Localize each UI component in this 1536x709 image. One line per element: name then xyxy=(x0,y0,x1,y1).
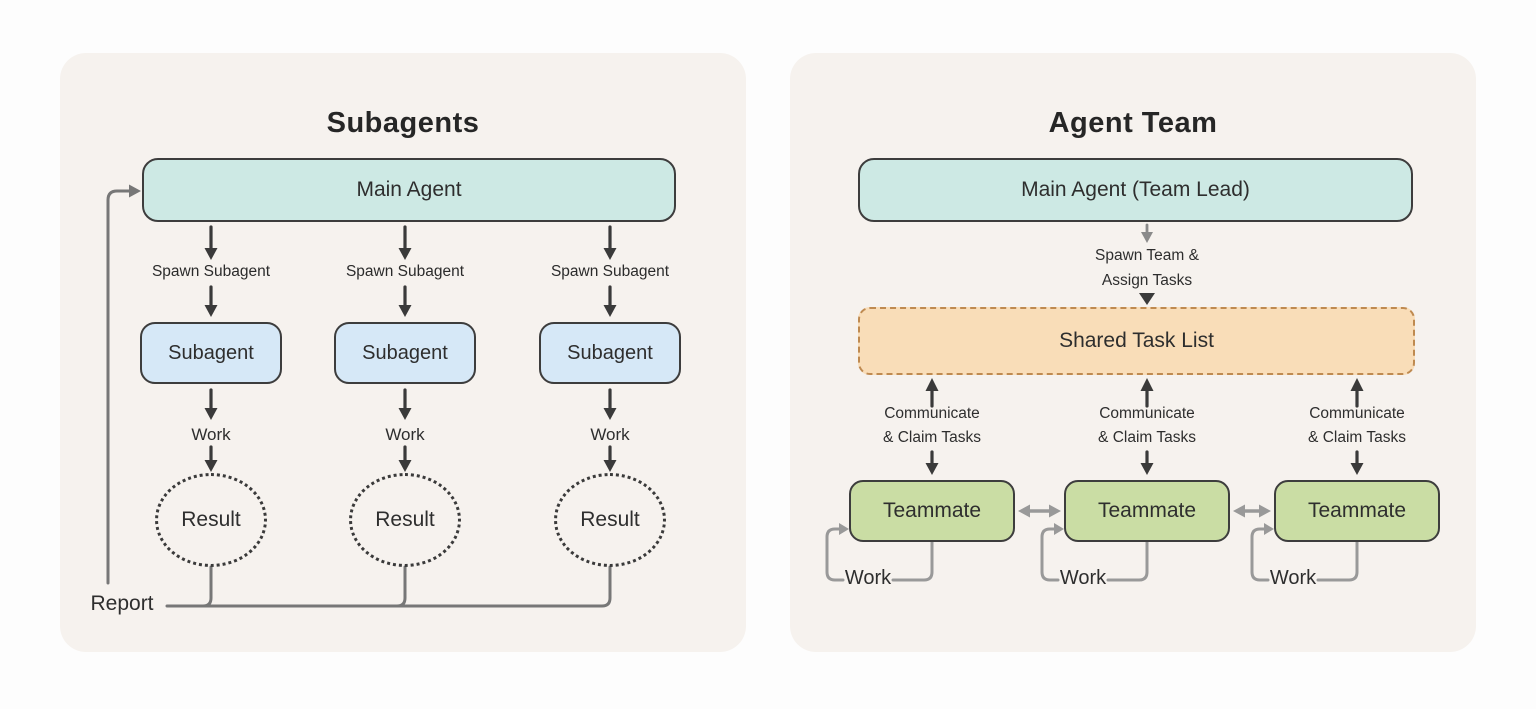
teammate-node: Teammate xyxy=(1064,480,1230,542)
teammate-label: Teammate xyxy=(882,499,982,522)
spawn-team-arrow xyxy=(1141,223,1153,243)
work-label: Work xyxy=(1059,567,1107,589)
communicate-line1: Communicate xyxy=(1309,405,1405,422)
main-agent-node: Main Agent xyxy=(142,158,676,222)
subagent-node: Subagent xyxy=(334,322,476,384)
spawn-team-label: Spawn Team & Assign Tasks xyxy=(1047,243,1247,293)
agent-team-title: Agent Team xyxy=(1048,107,1218,140)
communicate-line1: Communicate xyxy=(884,405,980,422)
result-label: Result xyxy=(580,508,640,531)
teammate-node: Teammate xyxy=(1274,480,1440,542)
communicate-line2: & Claim Tasks xyxy=(1098,429,1196,446)
communicate-line2: & Claim Tasks xyxy=(1308,429,1406,446)
communicate-line2: & Claim Tasks xyxy=(883,429,981,446)
task-list-arrowhead xyxy=(1139,293,1155,305)
work-label: Work xyxy=(1269,567,1317,589)
communicate-label: Communicate & Claim Tasks xyxy=(1262,402,1452,450)
result-node: Result xyxy=(349,473,461,567)
report-label: Report xyxy=(90,592,154,615)
spawn-subagent-label: Spawn Subagent xyxy=(151,263,271,280)
teammate-node: Teammate xyxy=(849,480,1015,542)
agent-team-panel: Agent Team Main Agent (Team Lead) Spawn … xyxy=(790,53,1476,652)
report-loop xyxy=(106,184,612,608)
result-node: Result xyxy=(155,473,267,567)
communicate-line1: Communicate xyxy=(1099,405,1195,422)
work-label: Work xyxy=(385,425,425,444)
work-label: Work xyxy=(844,567,892,589)
work-label: Work xyxy=(590,425,630,444)
subagents-title: Subagents xyxy=(326,107,480,140)
subagent-label: Subagent xyxy=(362,341,448,364)
shared-task-list-label: Shared Task List xyxy=(1059,329,1214,352)
work-loops xyxy=(825,523,1359,582)
communicate-label: Communicate & Claim Tasks xyxy=(837,402,1027,450)
agent-team-connectors xyxy=(825,223,1364,582)
team-lead-label: Main Agent (Team Lead) xyxy=(1021,178,1250,201)
teammate-label: Teammate xyxy=(1307,499,1407,522)
result-label: Result xyxy=(375,508,435,531)
spawn-arrows xyxy=(204,225,617,472)
subagents-connectors xyxy=(106,184,617,608)
spawn-subagent-label: Spawn Subagent xyxy=(345,263,465,280)
work-label: Work xyxy=(191,425,231,444)
shared-task-list-node: Shared Task List xyxy=(858,307,1415,375)
spawn-team-line2: Assign Tasks xyxy=(1101,272,1193,289)
main-agent-label: Main Agent xyxy=(356,178,462,201)
teammate-link-arrows xyxy=(1018,504,1271,518)
subagent-node: Subagent xyxy=(140,322,282,384)
spawn-team-line1: Spawn Team & xyxy=(1095,247,1199,264)
subagents-panel: Subagents Main Agent Spawn Subagent Suba… xyxy=(60,53,746,652)
spawn-subagent-label: Spawn Subagent xyxy=(550,263,670,280)
result-node: Result xyxy=(554,473,666,567)
subagent-label: Subagent xyxy=(567,341,653,364)
communicate-label: Communicate & Claim Tasks xyxy=(1052,402,1242,450)
communicate-arrows xyxy=(925,378,1364,475)
subagent-node: Subagent xyxy=(539,322,681,384)
teammate-label: Teammate xyxy=(1097,499,1197,522)
result-label: Result xyxy=(181,508,241,531)
team-lead-node: Main Agent (Team Lead) xyxy=(858,158,1413,222)
subagent-label: Subagent xyxy=(168,341,254,364)
